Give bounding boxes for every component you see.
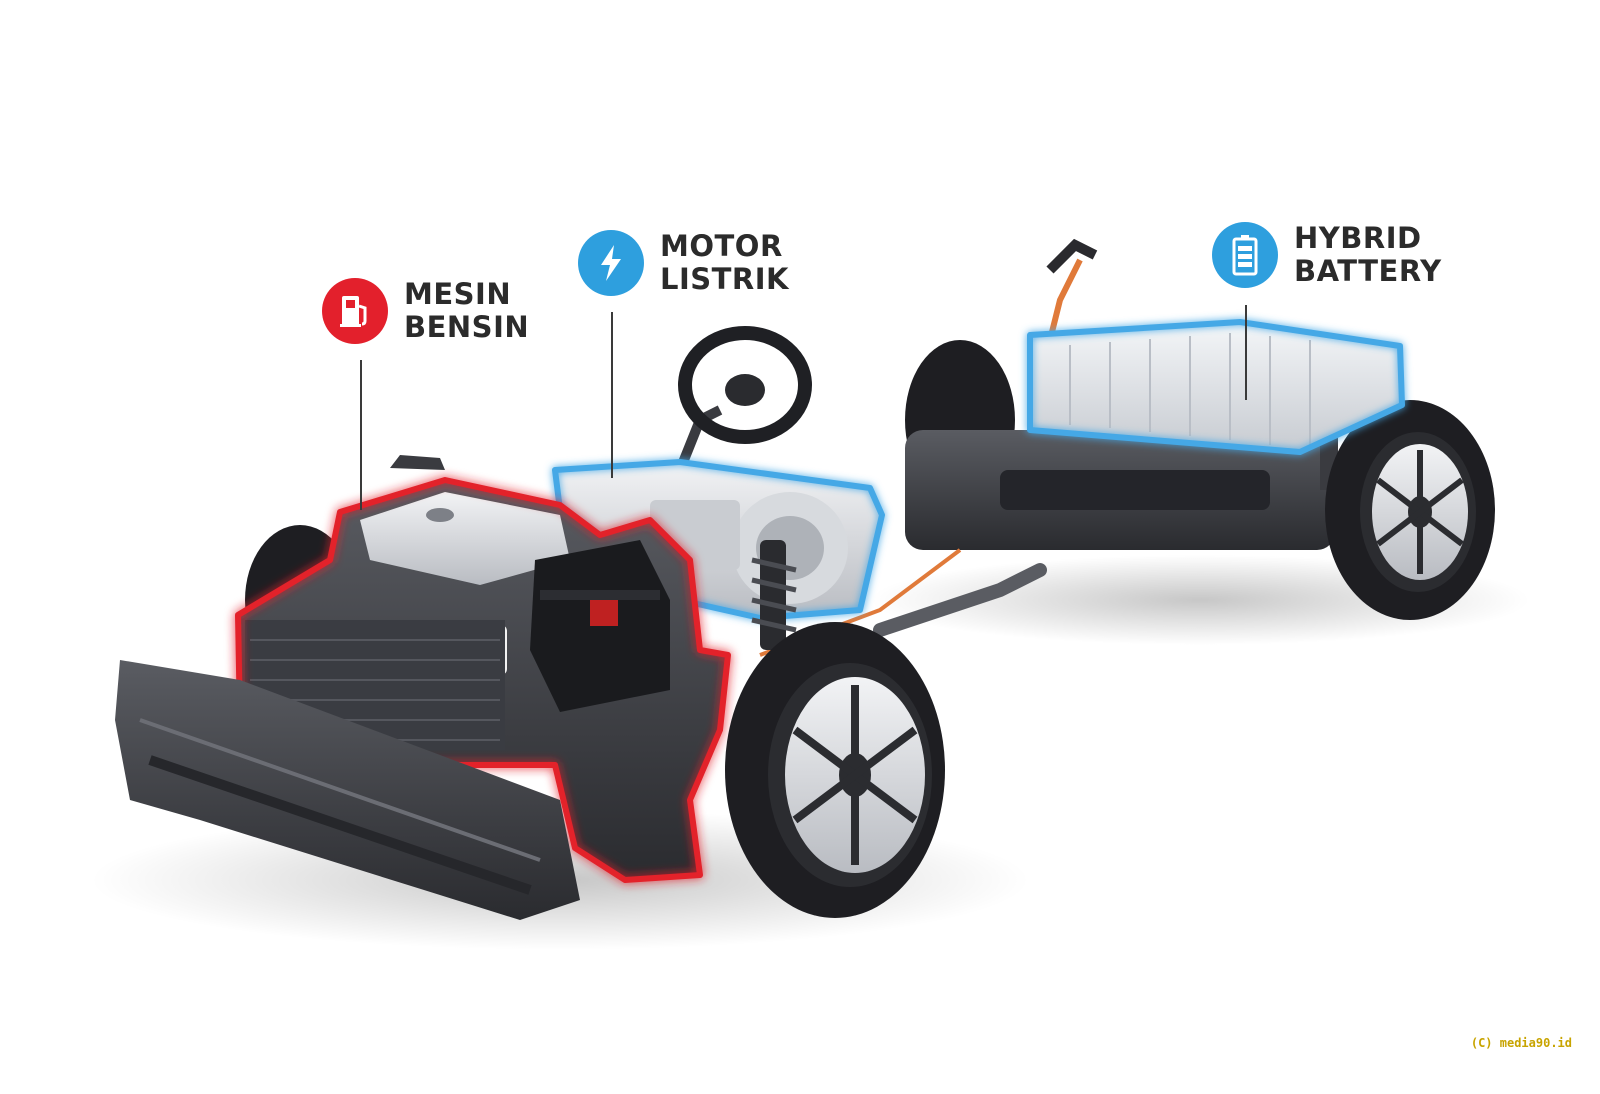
- engine-label-line1: MESIN: [404, 277, 512, 311]
- battery-label-line2: BATTERY: [1294, 254, 1442, 288]
- engine-label-line2: BENSIN: [404, 310, 530, 344]
- watermark: (C) media90.id: [1470, 1036, 1572, 1050]
- steering-assembly: [675, 326, 812, 472]
- front-bumper-beam: [115, 660, 580, 920]
- battery-badge: [1212, 222, 1278, 288]
- battery-outline: [1027, 319, 1405, 455]
- fuel-pump-icon: [340, 296, 367, 327]
- front-right-wheel: [725, 622, 945, 918]
- lightning-bolt-icon: [601, 245, 621, 281]
- callout-battery: HYBRID BATTERY: [1212, 222, 1442, 288]
- hybrid-battery-pack: [1027, 319, 1405, 455]
- engine-badge: [322, 278, 388, 344]
- gasoline-engine: [235, 455, 731, 883]
- exhaust-pipe: [873, 563, 1047, 637]
- battery-label-line1: HYBRID: [1294, 221, 1422, 255]
- motor-badge: [578, 230, 644, 296]
- battery-label: HYBRID BATTERY: [1294, 222, 1442, 288]
- callout-motor: MOTOR LISTRIK: [578, 230, 789, 296]
- engine-label: MESIN BENSIN: [404, 278, 529, 344]
- motor-label-line1: MOTOR: [660, 229, 783, 263]
- rear-right-wheel: [1325, 400, 1495, 620]
- battery-icon: [1232, 235, 1258, 276]
- motor-label-line2: LISTRIK: [660, 262, 790, 296]
- front-suspension: [751, 540, 797, 650]
- motor-label: MOTOR LISTRIK: [660, 230, 789, 296]
- callout-engine: MESIN BENSIN: [322, 278, 529, 344]
